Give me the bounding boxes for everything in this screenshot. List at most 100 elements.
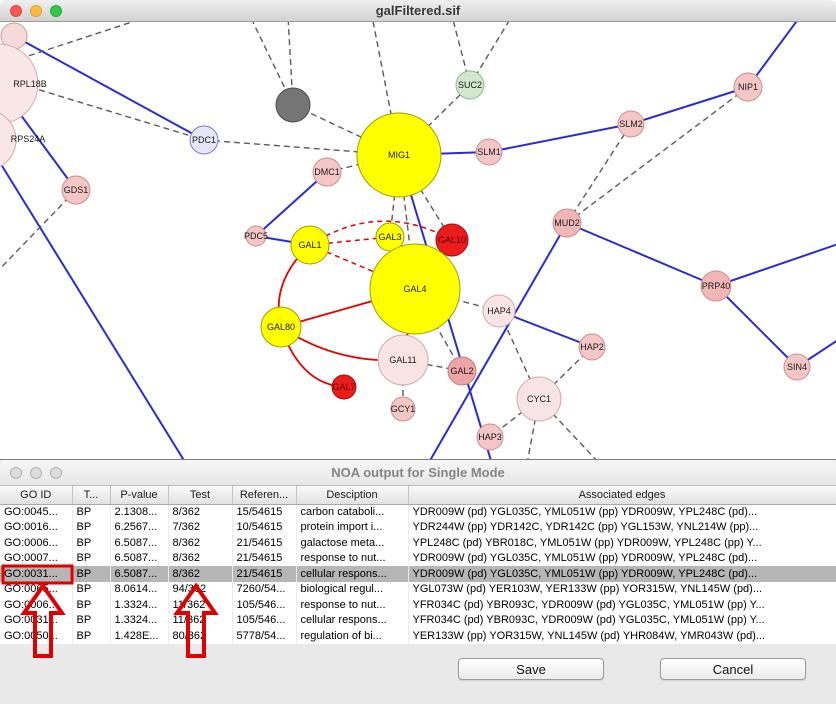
table-cell: YDR009W (pd) YGL035C, YML051W (pp) YDR00… [408,566,836,582]
network-edge-blue[interactable] [566,222,717,287]
table-cell: 11/362 [168,612,233,628]
network-edge-blue[interactable] [0,140,185,459]
node-prp40[interactable]: PRP40 [700,270,732,302]
node-gal10[interactable]: GAL10 [435,223,469,257]
column-header-3[interactable]: P-value [110,486,169,505]
network-edge-blue[interactable] [428,222,568,459]
node-unlabeled-gray[interactable] [275,87,311,123]
node-hap3[interactable]: HAP3 [476,423,504,451]
network-edge-blue[interactable] [630,86,749,125]
network-edge-blue[interactable] [498,310,593,348]
network-edge-dashed[interactable] [19,83,205,141]
node-rpl18b[interactable]: RPL18B [0,43,47,125]
button-bar: Save Cancel [0,644,836,704]
node-gcy1[interactable]: GCY1 [390,396,416,422]
network-edge-dashed[interactable] [250,22,294,106]
table-cell: GO:0006... [0,535,73,551]
table-cell: GO:0065... [0,581,73,597]
table-cell: 21/54615 [232,535,297,551]
node-nip1[interactable]: NIP1 [733,72,763,102]
node-slm2[interactable]: SLM2 [617,110,645,138]
table-cell: response to nut... [296,550,409,566]
table-cell: YDR009W (pd) YGL035C, YML051W (pp) YDR00… [408,550,836,566]
table-cell: GO:0031... [0,612,73,628]
cancel-button[interactable]: Cancel [660,658,806,680]
node-gds1[interactable]: GDS1 [61,175,91,205]
table-cell: galactose meta... [296,535,409,551]
node-mig1[interactable]: MIG1 [356,112,442,198]
node-hap4[interactable]: HAP4 [482,294,516,328]
noa-window-titlebar[interactable]: NOA output for Single Mode [0,460,836,486]
node-gal80[interactable]: GAL80 [260,306,302,348]
node-dmc1[interactable]: DMC1 [312,157,342,187]
network-edge-dashed[interactable] [9,22,150,63]
column-header-2[interactable]: T... [72,486,111,505]
network-edge-blue[interactable] [747,22,802,88]
node-gal4[interactable]: GAL4 [369,243,461,335]
table-cell: GO:0006... [0,597,73,613]
table-cell: 105/546... [232,597,297,613]
close-button[interactable] [10,4,22,17]
network-edge-dashed[interactable] [566,86,749,224]
column-header-5[interactable]: Referen... [232,486,297,505]
table-cell: 10/54615 [232,519,297,535]
table-cell: cellular respons... [296,612,409,628]
table-cell: GO:0007... [0,550,73,566]
node-gal11[interactable]: GAL11 [377,334,429,386]
network-edge-blue[interactable] [715,285,798,368]
column-header-4[interactable]: Test [168,486,233,505]
network-graph[interactable]: RPL18BRPS24AGDS1PDC1DMC1MIG1SUC2SLM1SLM2… [0,22,836,459]
network-edge-blue[interactable] [488,123,632,153]
column-header-1[interactable]: GO ID [0,486,73,505]
table-cell: GO:0045... [0,504,73,520]
minimize-button[interactable] [30,4,42,17]
node-gal7[interactable]: GAL7 [331,374,357,400]
zoom-button[interactable] [50,466,62,479]
table-cell: cellular respons... [296,566,409,582]
table-cell: 6.5087... [110,566,169,582]
network-edge-dashed[interactable] [566,123,632,224]
network-edge-dashed[interactable] [0,189,77,277]
table-cell: 1.3324... [110,612,169,628]
column-header-6[interactable]: Desciption [296,486,409,505]
node-gal1[interactable]: GAL1 [290,225,330,265]
zoom-button[interactable] [50,4,62,17]
network-edge-blue[interactable] [255,171,328,237]
network-edge-dashed[interactable] [398,154,453,241]
node-pdc1[interactable]: PDC1 [189,125,219,155]
table-cell: 80/362 [168,628,233,644]
column-header-7[interactable]: Associated edges [408,486,836,505]
node-sin4[interactable]: SIN4 [783,353,811,381]
minimize-button[interactable] [30,466,42,479]
node-cyc1[interactable]: CYC1 [516,376,562,422]
save-button[interactable]: Save [458,658,604,680]
node-gal2[interactable]: GAL2 [447,356,477,386]
network-edge-dashed[interactable] [398,84,471,156]
close-button[interactable] [10,466,22,479]
network-window-titlebar[interactable]: galFiltered.sif [0,0,836,22]
table-cell: GO:0031... [0,566,73,582]
node-hap2[interactable]: HAP2 [578,333,606,361]
table-cell: YFR034C (pd) YBR093C, YDR009W (pd) YGL03… [408,597,836,613]
node-mud2[interactable]: MUD2 [552,208,582,238]
table-cell: regulation of bi... [296,628,409,644]
table-cell: 94/362 [168,581,233,597]
node-suc2[interactable]: SUC2 [455,70,485,100]
network-edge-blue[interactable] [13,35,205,141]
network-edge-blue[interactable] [715,242,836,287]
node-slm1[interactable]: SLM1 [475,138,503,166]
